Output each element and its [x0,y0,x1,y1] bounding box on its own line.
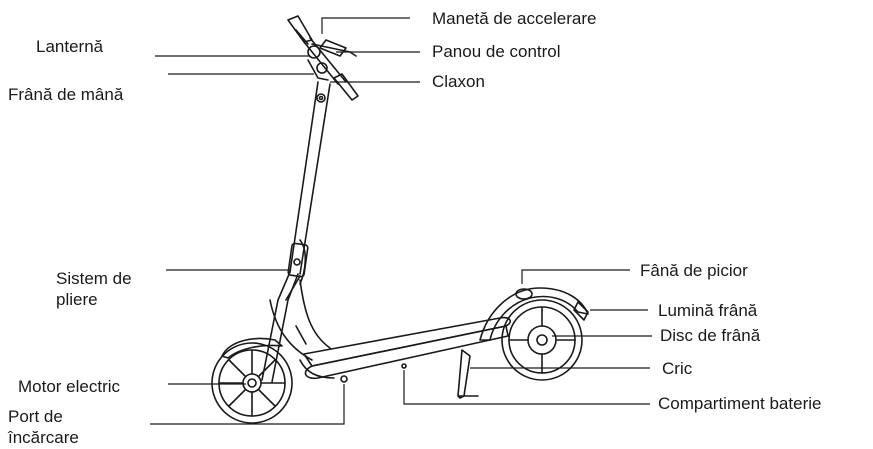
label-horn: Claxon [432,72,485,91]
label-control-panel: Panou de control [432,42,561,61]
label-charge-line2: încărcare [8,428,79,447]
rear-fender [479,287,589,341]
handlebar [287,15,359,103]
leader-battery [403,370,650,405]
folding-mechanism [287,239,309,285]
kickstand-shape [457,349,479,399]
label-throttle: Manetă de accelerare [432,9,597,28]
leader-throttle [321,17,410,34]
foot-brake-pad [515,288,533,300]
label-hand-brake: Frână de mână [8,85,124,104]
front-wheel [211,342,293,424]
label-kickstand: Cric [662,359,693,378]
stem [285,81,331,301]
label-charge-line1: Port de [8,407,63,426]
label-foot-brake: Fână de picior [640,261,748,280]
leader-charge-port [150,384,345,425]
label-brake-disc: Disc de frână [660,326,761,345]
label-motor: Motor electric [18,377,121,396]
rear-wheel [501,299,583,381]
label-battery: Compartiment baterie [658,394,822,413]
leader-foot-brake [521,269,630,284]
front-fork [261,271,299,383]
front-fender [221,337,283,359]
label-headlight: Lanternă [36,37,104,56]
label-folding-line2: pliere [56,290,98,309]
label-folding-line1: Sistem de [56,269,132,288]
label-brake-light: Lumină frână [658,301,758,320]
brake-light-shape [573,301,589,321]
